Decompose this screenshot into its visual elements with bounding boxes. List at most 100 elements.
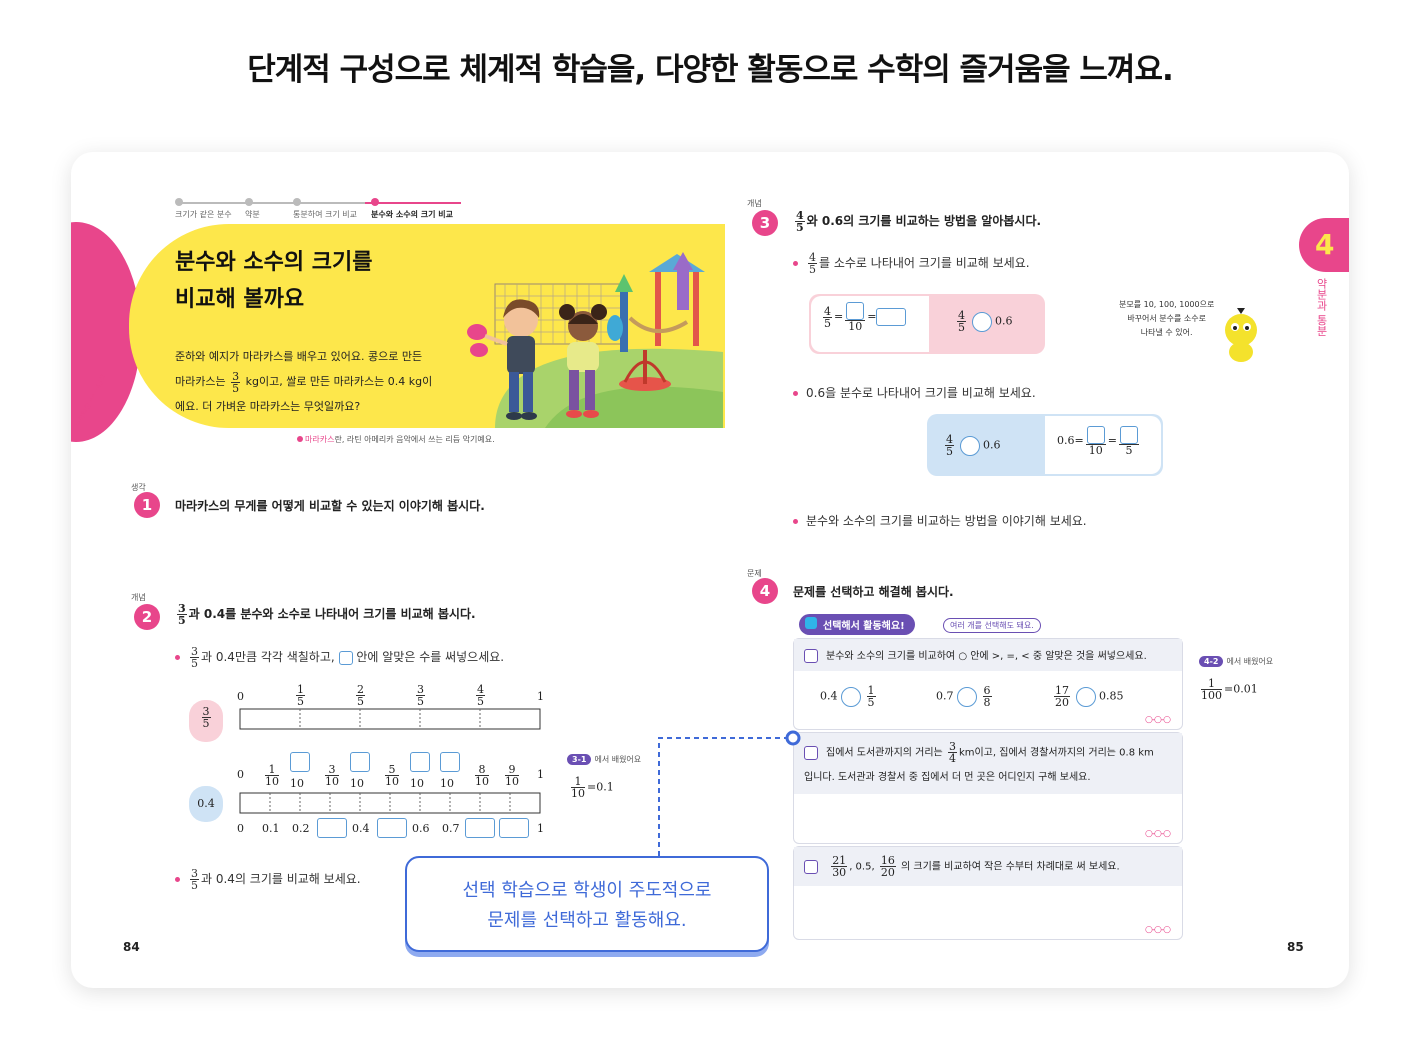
decimal-label: 0 xyxy=(237,822,244,835)
decimal-blank[interactable] xyxy=(499,818,529,838)
chapter-name: 약분과 통분 xyxy=(1315,278,1328,337)
q3-number: 3 xyxy=(752,210,778,236)
footnote: 마라카스란, 라틴 아메리카 음악에서 쓰는 리듬 악기예요. xyxy=(297,434,495,445)
step-3: 통분하여 크기 비교 xyxy=(293,198,357,220)
q1-tag: 생각 xyxy=(131,483,146,492)
q4-number: 4 xyxy=(752,578,778,604)
step-1: 크기가 같은 분수 xyxy=(175,198,232,220)
selection-badge: 선택해서 활동해요! xyxy=(799,614,915,635)
mascot-hint: 분모를 10, 100, 1000으로 바꾸어서 분수를 소수로 나타낼 수 있… xyxy=(1119,300,1215,337)
q4-tag: 문제 xyxy=(747,569,762,578)
task-checkbox[interactable] xyxy=(804,859,818,874)
page-number-left: 84 xyxy=(123,940,140,954)
decimal-label: 0.6 xyxy=(412,822,430,835)
decimal-pill: 0.4 xyxy=(189,786,223,822)
mascot-illustration xyxy=(1225,308,1257,362)
compare-circle-icon[interactable] xyxy=(959,435,980,456)
bar1-tick-0: 0 xyxy=(237,690,244,703)
bar2-tenth-blank[interactable]: 10 xyxy=(290,752,310,792)
selection-note: 여러 개를 선택해도 돼요. xyxy=(943,618,1041,633)
q3-card-1-left xyxy=(811,296,929,352)
compare-circle-icon[interactable] xyxy=(957,686,977,707)
answer-box-icon xyxy=(338,650,353,665)
step-4: 분수와 소수의 크기 비교 xyxy=(371,198,453,220)
callout-connector xyxy=(658,730,801,856)
bar2-tenth-blank[interactable]: 10 xyxy=(440,752,460,792)
step-2: 약분 xyxy=(245,198,260,220)
headline: 단계적 구성으로 체계적 학습을, 다양한 활동으로 수학의 즐거움을 느껴요. xyxy=(247,52,1174,88)
decimal-label: 0.2 xyxy=(292,822,310,835)
page-number-right: 85 xyxy=(1287,940,1304,954)
decimal-blank[interactable] xyxy=(377,818,407,838)
q1-text: 마라카스의 무게를 어떻게 비교할 수 있는지 이야기해 봅시다. xyxy=(175,499,485,513)
q3-bullet-3: 분수와 소수의 크기를 비교하는 방법을 이야기해 보세요. xyxy=(793,512,1087,529)
compare-circle-icon[interactable] xyxy=(841,686,861,707)
task-checkbox[interactable] xyxy=(804,745,818,760)
difficulty-icon: ○-○-○ xyxy=(1144,925,1171,935)
task-checkbox[interactable] xyxy=(804,649,818,663)
bar1-tick-1: 1 xyxy=(537,690,544,703)
q3-conversion-2: 0.6=10=5 xyxy=(1057,426,1141,456)
q2-number: 2 xyxy=(134,604,160,630)
decimal-blank[interactable] xyxy=(465,818,495,838)
q3-card-2-right xyxy=(1045,416,1161,474)
chapter-tab[interactable]: 4 xyxy=(1299,218,1349,272)
decimal-label: 0.1 xyxy=(262,822,280,835)
feature-callout: 선택 학습으로 학생이 주도적으로 문제를 선택하고 활동해요. xyxy=(405,856,769,952)
difficulty-icon: ○-○-○ xyxy=(1144,829,1171,839)
decimal-label: 1 xyxy=(537,822,544,835)
bar2-tenth-blank[interactable]: 10 xyxy=(350,752,370,792)
compare-circle-icon[interactable] xyxy=(1075,686,1096,707)
q3-tag: 개념 xyxy=(747,199,762,208)
lesson-progress: 크기가 같은 분수 약분 통분하여 크기 비교 분수와 소수의 크기 비교 xyxy=(175,198,461,220)
tenths-bar[interactable] xyxy=(239,792,543,816)
bar2-tenth-blank[interactable]: 10 xyxy=(410,752,430,792)
robot-icon xyxy=(805,617,817,629)
q1-number: 1 xyxy=(134,492,160,518)
playground-illustration xyxy=(467,252,723,428)
compare-circle-icon[interactable] xyxy=(971,311,992,332)
decimal-label: 0.7 xyxy=(442,822,460,835)
decimal-blank[interactable] xyxy=(317,818,347,838)
q2-tag: 개념 xyxy=(131,593,146,602)
decimal-label: 0.4 xyxy=(352,822,370,835)
bar2-tick-1: 1 xyxy=(537,768,544,781)
task-option-1[interactable]: 분수와 소수의 크기를 비교하여 ○ 안에 >, =, < 중 알맞은 것을 써… xyxy=(793,638,1183,730)
textbook-spread: 크기가 같은 분수 약분 통분하여 크기 비교 분수와 소수의 크기 비교 수학… xyxy=(71,152,1349,988)
q4-text: 문제를 선택하고 해결해 봅시다. xyxy=(793,585,954,599)
lesson-title: 분수와 소수의 크기를 비교해 볼까요 xyxy=(175,250,373,312)
fifths-bar[interactable] xyxy=(239,708,543,732)
bar2-tick-0: 0 xyxy=(237,768,244,781)
difficulty-icon: ○-○-○ xyxy=(1144,715,1171,725)
q3-bullet-2: 0.6을 분수로 나타내어 크기를 비교해 보세요. xyxy=(793,384,1036,401)
